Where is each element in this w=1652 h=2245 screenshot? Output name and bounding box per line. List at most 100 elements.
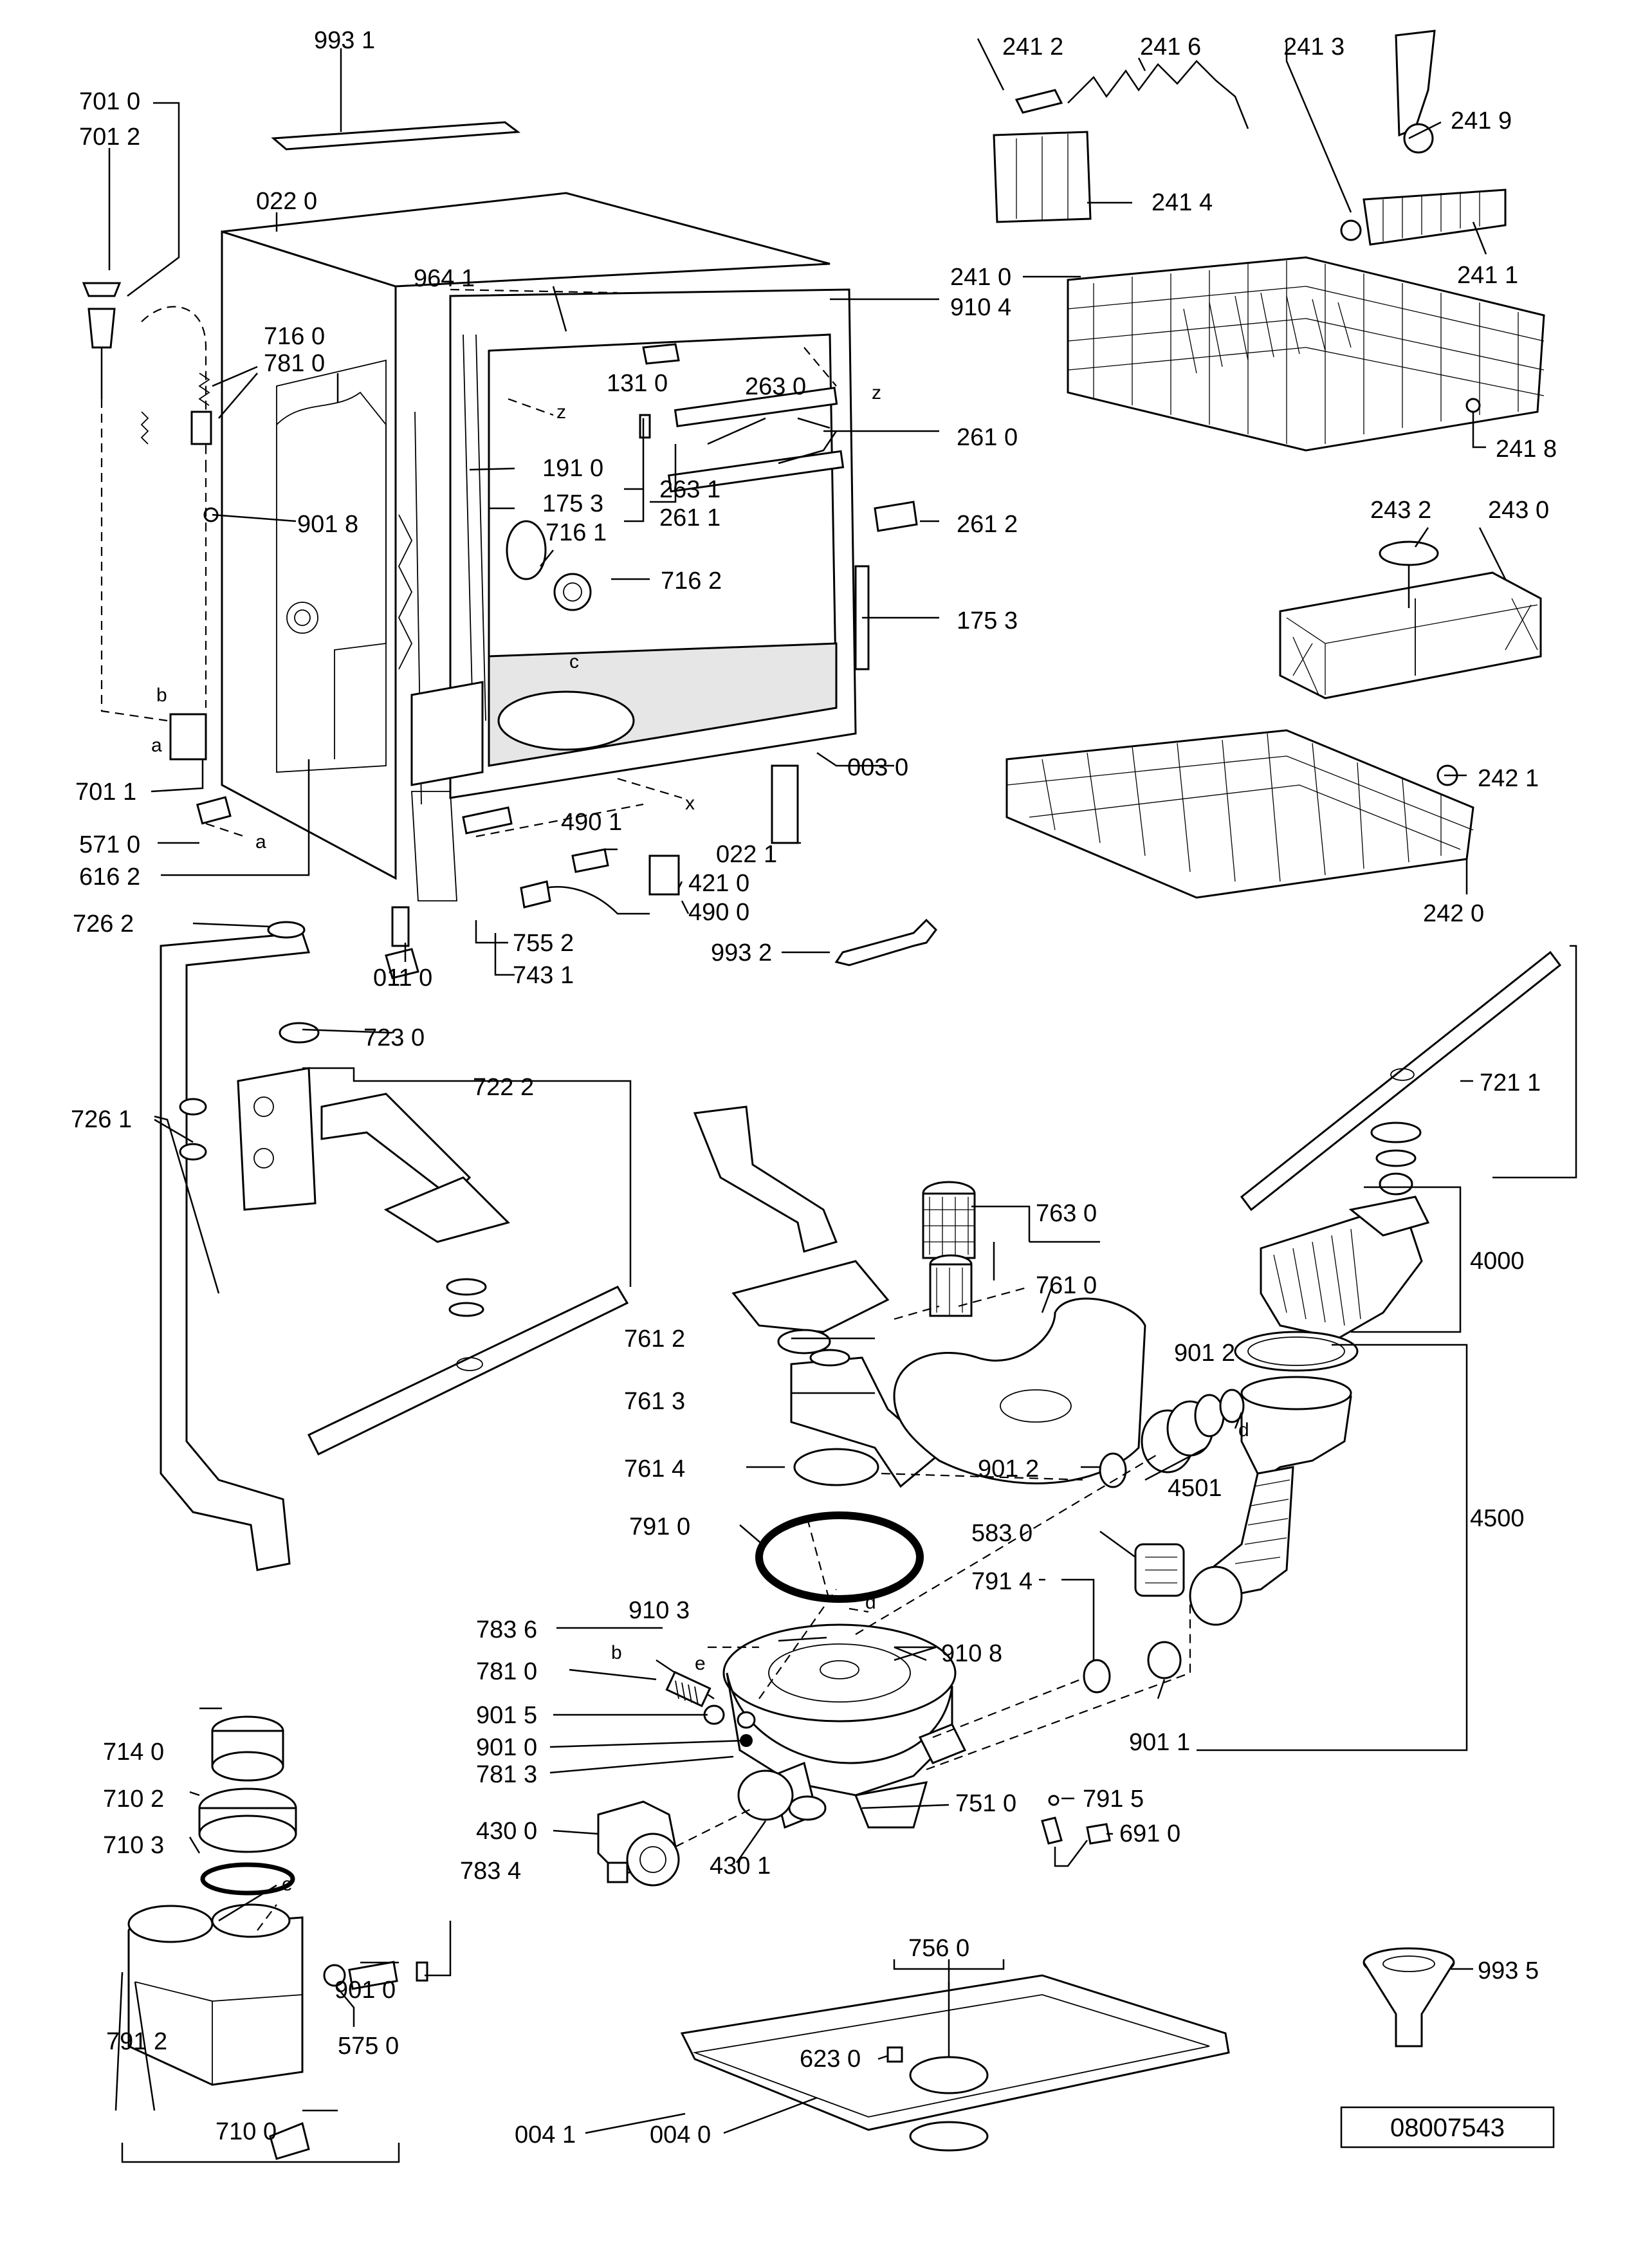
reference-number-box	[1340, 2106, 1555, 2148]
part-label: 751 0	[955, 1790, 1016, 1817]
part-label: 4500	[1470, 1505, 1525, 1532]
part-label: 761 0	[1036, 1272, 1097, 1299]
part-label: 791 2	[106, 2028, 167, 2055]
part-label: 616 2	[79, 864, 140, 891]
part-label: 901 1	[1129, 1729, 1190, 1756]
part-label: 4000	[1470, 1248, 1525, 1275]
letter-marks: b a a c x z z d d e b e	[151, 382, 1249, 1895]
part-label: 701 1	[75, 779, 136, 806]
part-label: 022 1	[716, 841, 777, 868]
part-label: 691 0	[1119, 1820, 1180, 1847]
part-label: 743 1	[513, 962, 574, 989]
water-softener	[127, 1715, 428, 2160]
part-label: 011 0	[373, 965, 432, 992]
part-label: 783 4	[460, 1858, 521, 1885]
part-label: 781 0	[476, 1658, 537, 1685]
part-label: 243 2	[1370, 497, 1431, 524]
part-label: 4501	[1168, 1475, 1222, 1502]
part-label: 241 3	[1283, 33, 1345, 60]
upper-spray-arm	[1240, 950, 1562, 1212]
part-label: 710 2	[103, 1786, 164, 1813]
part-label: 430 1	[710, 1852, 771, 1880]
part-label: 721 1	[1480, 1069, 1541, 1096]
part-label: 910 4	[950, 294, 1011, 321]
part-label: 791 0	[629, 1513, 690, 1540]
part-label: 993 2	[711, 939, 772, 966]
part-label: 242 0	[1423, 900, 1484, 927]
letter-mark-b: b	[611, 1642, 622, 1663]
part-label: 901 0	[476, 1734, 537, 1761]
part-label: 781 3	[476, 1761, 537, 1788]
part-label: 714 0	[103, 1739, 164, 1766]
part-label: 755 2	[513, 930, 574, 957]
part-label: 022 0	[256, 188, 317, 215]
part-label: 241 6	[1140, 33, 1201, 60]
part-label: 263 0	[745, 373, 806, 400]
sump-filter-assembly	[693, 1105, 1146, 1488]
part-label: 243 0	[1488, 497, 1549, 524]
part-label: 716 1	[546, 519, 607, 546]
part-label: 901 2	[978, 1455, 1039, 1483]
leader-lines	[108, 38, 1577, 2163]
part-label: 761 3	[624, 1388, 685, 1415]
part-label: 575 0	[338, 2033, 399, 2060]
cutlery-basket	[1279, 540, 1542, 699]
part-label: 241 8	[1496, 436, 1557, 463]
part-label: 726 2	[73, 910, 134, 938]
part-label: 723 0	[363, 1024, 425, 1051]
drain-hose-assembly	[1083, 1376, 1352, 1694]
small-electrical-parts	[169, 343, 918, 979]
letter-mark-d: d	[1238, 1419, 1249, 1441]
letter-mark-z: z	[872, 382, 881, 403]
part-label: 901 8	[297, 511, 358, 538]
funnel-part	[1363, 1947, 1455, 2047]
part-label: 490 1	[561, 809, 622, 836]
part-label: 761 2	[624, 1326, 685, 1353]
part-label: 901 0	[335, 1977, 396, 2004]
part-label: 791 5	[1083, 1786, 1144, 1813]
part-label: 710 3	[103, 1832, 164, 1859]
letter-mark-b: b	[156, 685, 167, 706]
upper-basket-assembly	[993, 30, 1545, 452]
lower-basket	[1005, 729, 1474, 899]
part-label: 783 6	[476, 1616, 537, 1643]
part-labels: 993 1 701 0 701 2 022 0 964 1 716 0 781 …	[71, 27, 1557, 2148]
part-label: 583 0	[971, 1520, 1032, 1547]
letter-mark-c: c	[569, 651, 579, 672]
part-label: 710 0	[216, 2118, 277, 2145]
part-label: 716 0	[264, 323, 325, 350]
part-label: 430 0	[476, 1818, 537, 1845]
part-label: 993 1	[314, 27, 375, 54]
part-label: 242 1	[1478, 765, 1539, 792]
part-label: 761 4	[624, 1455, 685, 1483]
part-label: 261 1	[659, 504, 720, 531]
part-label: 910 3	[629, 1597, 690, 1624]
sensor-part	[1041, 1795, 1111, 1867]
letter-mark-e: e	[695, 1653, 706, 1674]
part-label: 175 3	[957, 607, 1018, 634]
dashed-connection-lines	[100, 288, 1191, 1931]
large-sealing-ring	[755, 1511, 924, 1603]
part-label: 175 3	[542, 490, 603, 517]
part-label: 726 1	[71, 1106, 132, 1133]
tub-frame	[221, 192, 857, 901]
water-feed-pipe	[160, 921, 629, 1571]
part-label: 263 1	[659, 476, 720, 503]
part-label: 490 0	[688, 899, 749, 926]
letter-mark-d: d	[865, 1592, 876, 1613]
drawing-layer	[82, 30, 1577, 2163]
part-label: 763 0	[1036, 1200, 1097, 1227]
part-label: 131 0	[607, 370, 668, 397]
part-label: 004 0	[650, 2121, 711, 2148]
drain-pump	[597, 1800, 680, 1887]
part-label: 701 0	[79, 88, 140, 115]
part-label: 901 5	[476, 1702, 537, 1729]
letter-mark-x: x	[685, 793, 695, 814]
reference-number: 08007543	[1390, 2114, 1505, 2142]
part-label: 993 5	[1478, 1957, 1539, 1984]
part-label: 241 1	[1457, 262, 1518, 289]
part-label: 241 4	[1152, 189, 1213, 216]
letter-mark-a: a	[255, 831, 266, 853]
part-label: 004 1	[515, 2121, 576, 2148]
